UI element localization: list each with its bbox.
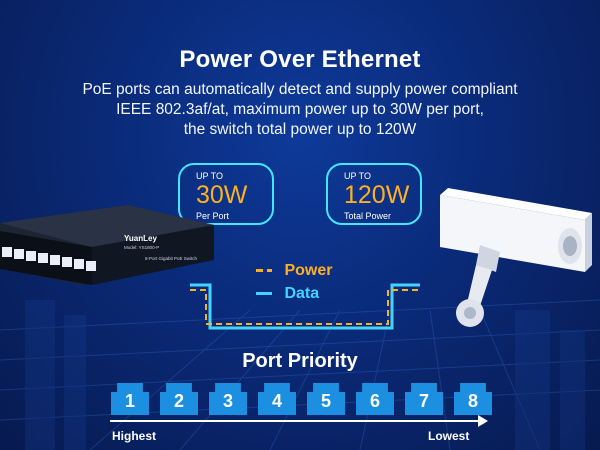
spec-value: 30W [196, 181, 248, 209]
ethernet-port-icon: 3 [209, 383, 247, 415]
total-power-box: UP TO 120W Total Power [326, 163, 422, 225]
ethernet-port-icon: 4 [258, 383, 296, 415]
spec-top-text: UP TO [344, 171, 372, 181]
description-line-3: the switch total power up to 120W [183, 121, 417, 138]
page-description: PoE ports can automatically detect and s… [40, 80, 560, 140]
legend-power: Power [256, 262, 332, 280]
per-port-power-box: UP TO 30W Per Port [178, 163, 274, 225]
network-switch-illustration: YuanLey Model: YS1800-P 8-Port Gigabit P… [0, 205, 214, 285]
port-number: 4 [271, 391, 282, 411]
arrow-right-icon [478, 415, 488, 427]
legend-power-label: Power [284, 262, 333, 279]
port-number: 5 [320, 391, 331, 411]
ethernet-port-icon: 5 [307, 383, 345, 415]
spec-label: Total Power [344, 211, 392, 221]
port-number: 8 [467, 391, 478, 411]
ethernet-port-icon: 7 [405, 383, 443, 415]
highest-label: Highest [112, 429, 157, 443]
dashed-orange-line-icon [256, 269, 272, 273]
ethernet-port-icon: 1 [111, 383, 149, 415]
spec-top-text: UP TO [196, 171, 224, 181]
priority-ports-row: 1 2 3 4 5 6 7 8 [111, 383, 492, 415]
ethernet-port-icon: 2 [160, 383, 198, 415]
port-number: 6 [369, 391, 380, 411]
port-number: 7 [418, 391, 429, 411]
spec-label: Per Port [196, 211, 230, 221]
spec-value: 120W [344, 181, 410, 209]
description-line-1: PoE ports can automatically detect and s… [82, 81, 518, 98]
switch-model: Model: YS1800-P [124, 245, 159, 250]
page-title: Power Over Ethernet [179, 46, 421, 73]
port-priority-title: Port Priority [242, 350, 358, 372]
port-number: 3 [222, 391, 233, 411]
priority-arrow-line [110, 420, 480, 422]
lowest-label: Lowest [428, 429, 470, 443]
legend-data: Data [256, 285, 319, 303]
solid-cyan-line-icon [256, 292, 272, 296]
security-camera-illustration [440, 188, 592, 327]
switch-subtitle: 8-Port Gigabit PoE Switch [145, 256, 198, 261]
description-line-2: IEEE 802.3af/at, maximum power up to 30W… [116, 101, 484, 118]
switch-brand: YuanLey [124, 234, 157, 243]
ethernet-port-icon: 6 [356, 383, 394, 415]
ethernet-port-icon: 8 [454, 383, 492, 415]
port-number: 1 [124, 391, 135, 411]
legend-data-label: Data [284, 285, 320, 302]
port-number: 2 [173, 391, 184, 411]
